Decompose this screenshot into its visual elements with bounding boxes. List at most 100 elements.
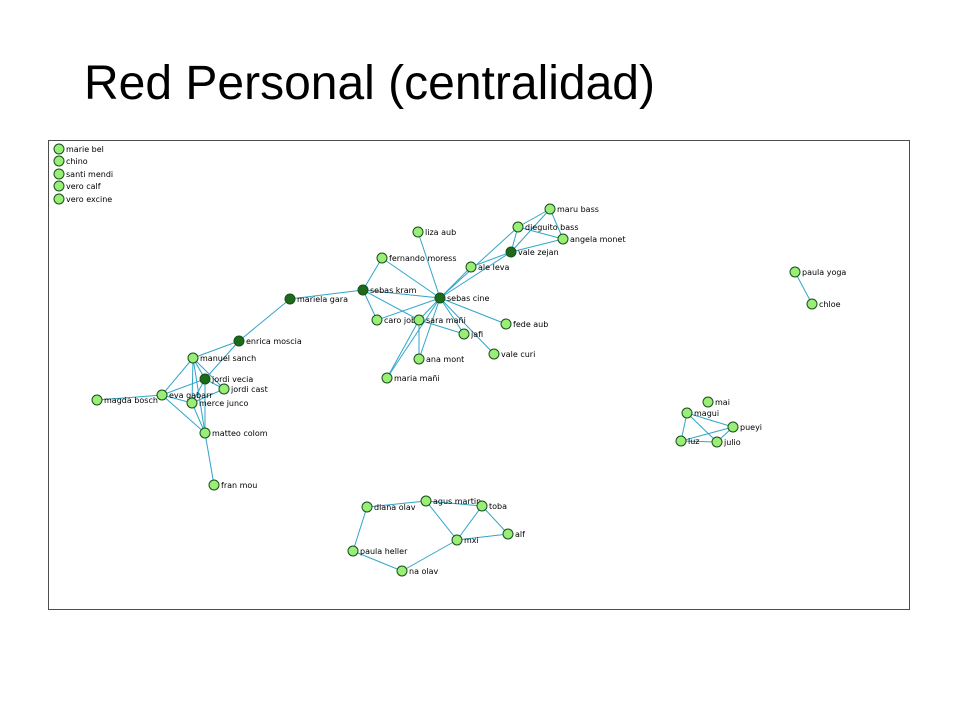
edge-dieguito_bass-angela_monet	[517, 226, 564, 240]
node-magui[interactable]	[681, 407, 693, 419]
node-label-maria_mani: maria mañi	[394, 374, 440, 383]
edge-magui-pueyi	[686, 412, 734, 428]
edge-maru_bass-dieguito_bass	[517, 208, 551, 228]
edge-paula_heller-na_olav	[352, 550, 403, 572]
node-label-vale_zejan: vale zejan	[518, 248, 559, 257]
node-label-sebas_kram: sebas kram	[370, 286, 417, 295]
edge-jordi_cast-merce_junco	[191, 388, 225, 404]
edge-agus_martin-toba	[425, 500, 483, 507]
node-sebas_cine[interactable]	[434, 292, 446, 304]
edge-sebas_kram-sara_mani	[362, 289, 420, 321]
edge-agus_martin-mxi	[425, 500, 458, 541]
node-chloe[interactable]	[806, 298, 818, 310]
node-na_olav[interactable]	[396, 565, 408, 577]
node-toba[interactable]	[476, 500, 488, 512]
node-dieguito_bass[interactable]	[512, 221, 524, 233]
node-matteo_colom[interactable]	[199, 427, 211, 439]
edge-enrica_moscia-manuel_sanch	[192, 340, 240, 359]
node-alf[interactable]	[502, 528, 514, 540]
node-label-ale_leva: ale leva	[478, 263, 509, 272]
node-label-magui: magui	[694, 409, 719, 418]
node-jordi_vecia[interactable]	[199, 373, 211, 385]
node-label-jafi: jafi	[470, 330, 483, 339]
edge-manuel_sanch-eva_gabarr	[161, 357, 194, 396]
edge-sebas_cine-maria_mani	[386, 297, 441, 379]
node-label-toba: toba	[489, 502, 507, 511]
node-manuel_sanch[interactable]	[187, 352, 199, 364]
edge-diana_olav-agus_martin	[366, 500, 427, 508]
node-pueyi[interactable]	[727, 421, 739, 433]
node-enrica_moscia[interactable]	[233, 335, 245, 347]
node-jafi[interactable]	[458, 328, 470, 340]
node-sara_mani[interactable]	[413, 314, 425, 326]
node-mariela_gara[interactable]	[284, 293, 296, 305]
edge-angela_monet-vale_zejan	[510, 238, 564, 253]
node-diana_olav[interactable]	[361, 501, 373, 513]
node-vero_excine[interactable]	[53, 193, 65, 205]
node-label-alf: alf	[515, 530, 525, 539]
node-maru_bass[interactable]	[544, 203, 556, 215]
node-ana_mont[interactable]	[413, 353, 425, 365]
edge-manuel_sanch-merce_junco	[191, 357, 194, 404]
edge-sara_mani-jafi	[418, 319, 465, 335]
node-label-fernando_moress: fernando moress	[389, 254, 457, 263]
node-label-chloe: chloe	[819, 300, 841, 309]
node-caro_jobb[interactable]	[371, 314, 383, 326]
node-vale_zejan[interactable]	[505, 246, 517, 258]
node-sebas_kram[interactable]	[357, 284, 369, 296]
edge-diana_olav-paula_heller	[352, 506, 368, 552]
node-jordi_cast[interactable]	[218, 383, 230, 395]
node-mxi[interactable]	[451, 534, 463, 546]
node-label-chino: chino	[66, 157, 88, 166]
node-santi_mendi[interactable]	[53, 168, 65, 180]
node-paula_heller[interactable]	[347, 545, 359, 557]
node-paula_yoga[interactable]	[789, 266, 801, 278]
node-vale_curi[interactable]	[488, 348, 500, 360]
node-angela_monet[interactable]	[557, 233, 569, 245]
node-label-angela_monet: angela monet	[570, 235, 625, 244]
node-eva_gabarr[interactable]	[156, 389, 168, 401]
node-label-merce_junco: merce junco	[199, 399, 248, 408]
node-label-paula_heller: paula heller	[360, 547, 408, 556]
node-label-matteo_colom: matteo colom	[212, 429, 268, 438]
node-agus_martin[interactable]	[420, 495, 432, 507]
node-ale_leva[interactable]	[465, 261, 477, 273]
node-marie_bel[interactable]	[53, 143, 65, 155]
edge-sebas_cine-fede_aub	[439, 297, 507, 325]
edge-mariela_gara-enrica_moscia	[238, 298, 291, 342]
node-maria_mani[interactable]	[381, 372, 393, 384]
node-label-eva_gabarr: eva gabarr	[169, 391, 213, 400]
node-label-jordi_cast: jordi cast	[230, 385, 268, 394]
node-label-dieguito_bass: dieguito bass	[525, 223, 578, 232]
edge-eva_gabarr-matteo_colom	[161, 394, 206, 434]
edge-sebas_cine-jafi	[439, 297, 465, 335]
node-liza_aub[interactable]	[412, 226, 424, 238]
node-julio[interactable]	[711, 436, 723, 448]
node-mai[interactable]	[702, 396, 714, 408]
edge-sebas_cine-vale_curi	[439, 297, 495, 355]
node-label-santi_mendi: santi mendi	[66, 170, 113, 179]
node-chino[interactable]	[53, 155, 65, 167]
node-label-mariela_gara: mariela gara	[297, 295, 348, 304]
node-vero_calf[interactable]	[53, 180, 65, 192]
node-fran_mou[interactable]	[208, 479, 220, 491]
node-label-agus_martin: agus martin	[433, 497, 481, 506]
node-merce_junco[interactable]	[186, 397, 198, 409]
node-fede_aub[interactable]	[500, 318, 512, 330]
edge-sara_mani-maria_mani	[386, 319, 420, 379]
edge-mariela_gara-sebas_kram	[289, 289, 364, 300]
node-label-sara_mani: sara mañi	[426, 316, 466, 325]
node-fernando_moress[interactable]	[376, 252, 388, 264]
edge-sebas_kram-caro_jobb	[362, 289, 378, 321]
node-magda_bosch[interactable]	[91, 394, 103, 406]
node-luz[interactable]	[675, 435, 687, 447]
edge-fernando_moress-sebas_kram	[362, 257, 383, 291]
node-label-na_olav: na olav	[409, 567, 439, 576]
edge-sebas_kram-sebas_cine	[362, 289, 441, 299]
edge-mxi-alf	[456, 533, 509, 541]
node-label-sebas_cine: sebas cine	[447, 294, 489, 303]
edge-fernando_moress-sebas_cine	[381, 257, 441, 299]
node-label-maru_bass: maru bass	[557, 205, 599, 214]
edge-enrica_moscia-jordi_vecia	[204, 340, 240, 380]
